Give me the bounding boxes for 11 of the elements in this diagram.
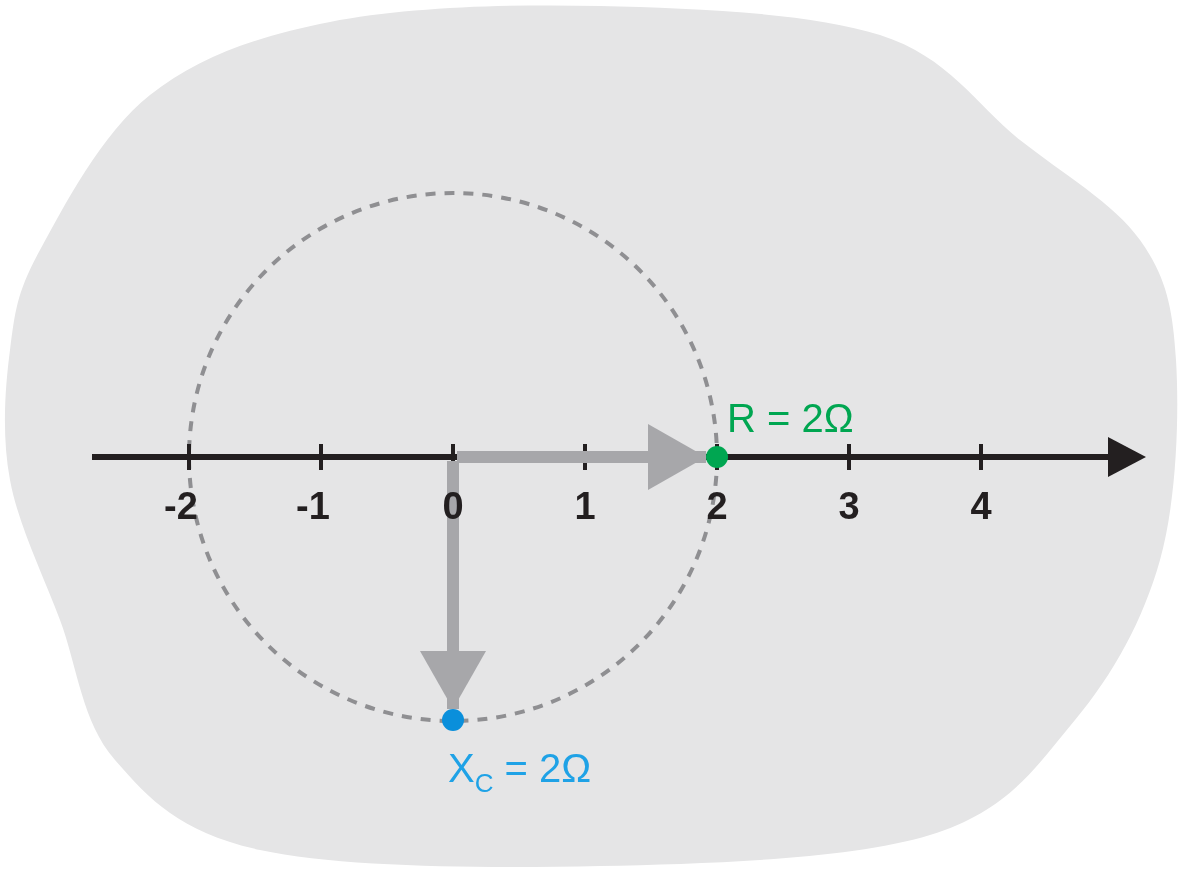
phasor-arrow xyxy=(420,461,486,709)
tick-label: 1 xyxy=(574,487,596,525)
tick-label: -2 xyxy=(164,487,198,525)
phasor-arrow xyxy=(457,424,706,490)
tick-label: 0 xyxy=(442,487,464,525)
value-label: X$_{C}$ = 2Ω xyxy=(448,748,592,796)
tick-label: 4 xyxy=(970,487,992,525)
tick-label: -1 xyxy=(296,487,330,525)
tick-label: 2 xyxy=(706,487,728,525)
tick-label: 3 xyxy=(838,487,860,525)
value-label: R = 2Ω xyxy=(727,398,854,438)
